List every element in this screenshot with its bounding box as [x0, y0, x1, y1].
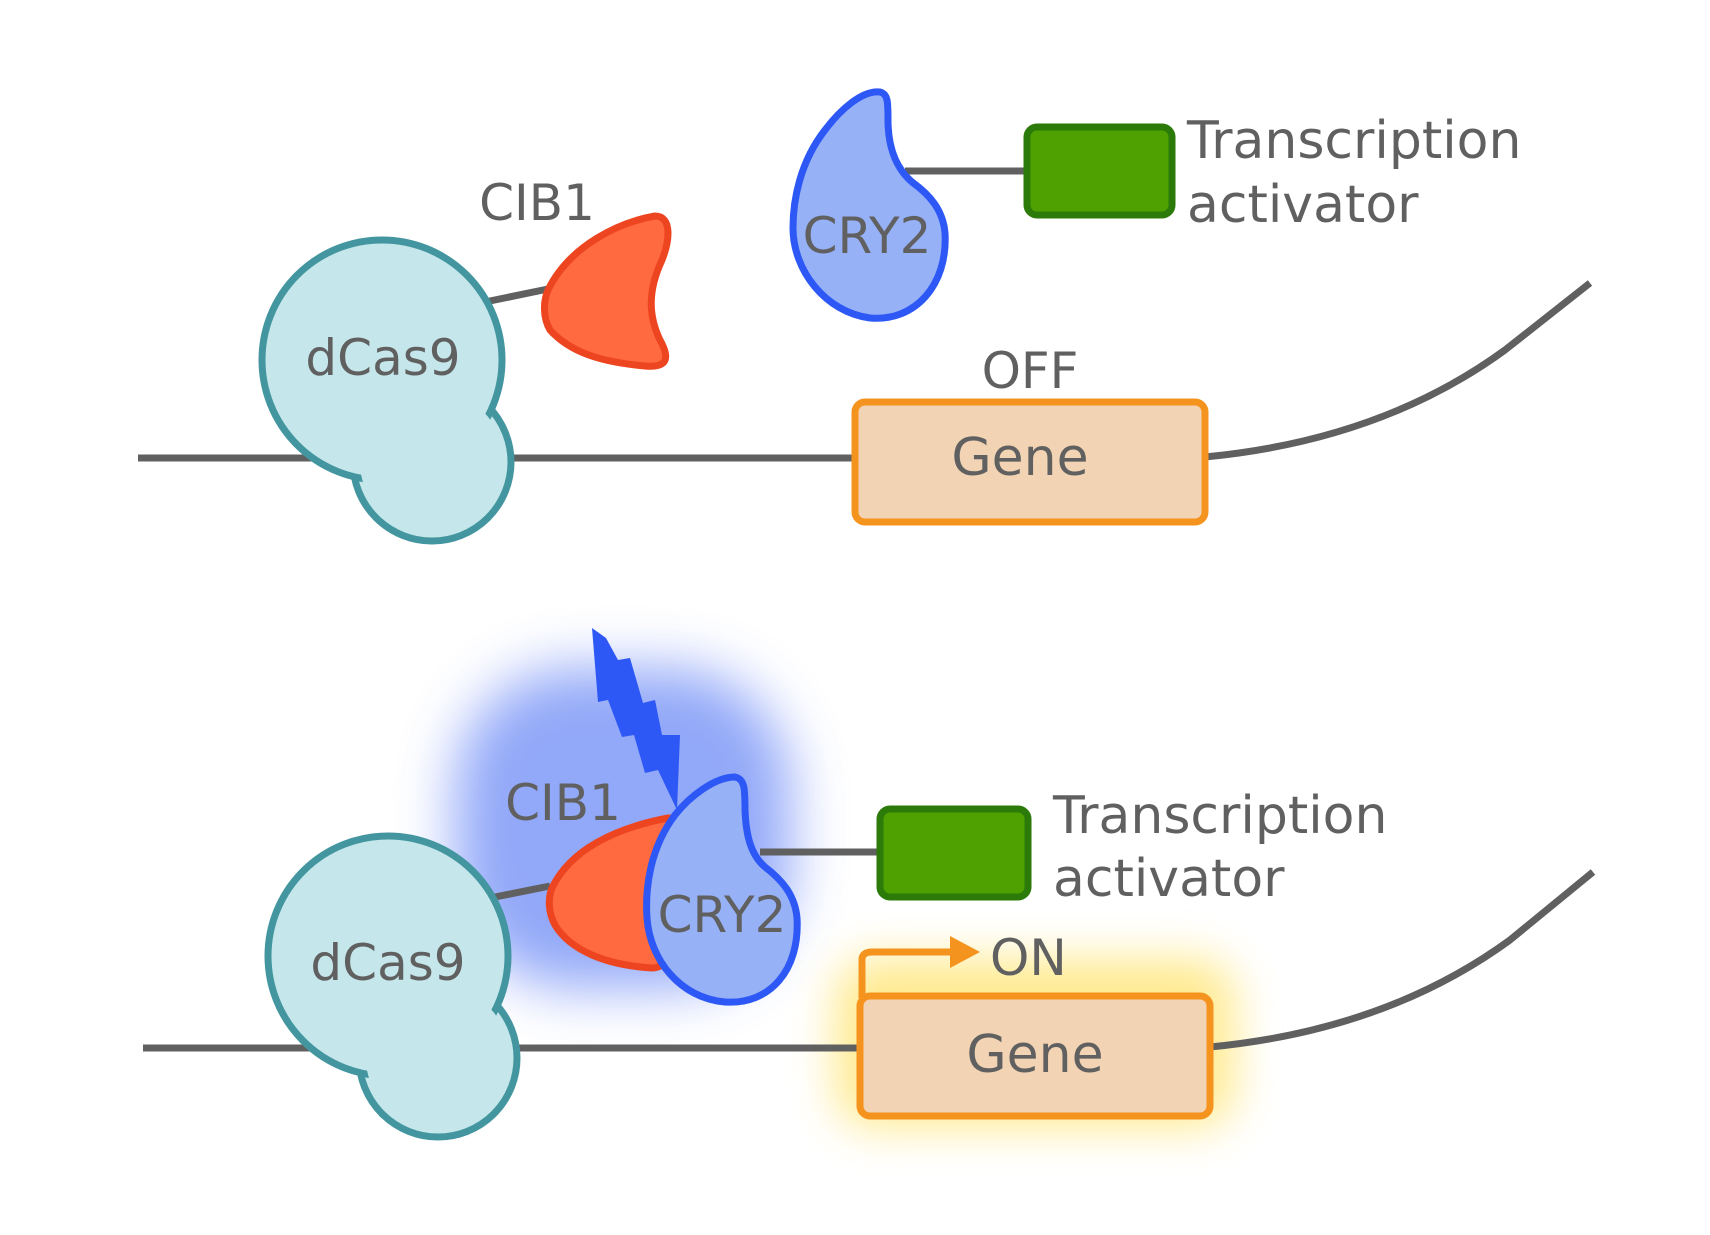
dna-strand-off-tail	[1204, 280, 1593, 461]
gene-box-off	[851, 398, 1209, 526]
gene-box-on	[856, 992, 1214, 1120]
panel-on: dCas9 CIB1 CRY2 Transcription activator …	[143, 628, 1596, 1141]
gene-label-on: Gene	[966, 1025, 1103, 1085]
linker-dcas9-cib1-off	[484, 285, 549, 306]
gene-label-off: Gene	[951, 428, 1088, 488]
activator-label-off-line1: Transcription	[1186, 111, 1521, 171]
status-label-on: ON	[990, 929, 1067, 987]
dcas9-protein-off: dCas9	[258, 236, 515, 545]
dcas9-protein-on: dCas9	[264, 832, 521, 1141]
transcription-start-arrow-icon	[858, 948, 955, 998]
transcription-activator-box-off	[1023, 123, 1176, 219]
dcas9-label-on: dCas9	[310, 934, 465, 992]
cib1-protein-off	[541, 212, 672, 370]
cib1-label-off: CIB1	[479, 174, 595, 232]
activator-label-on-line1: Transcription	[1052, 786, 1387, 846]
activator-label-off-line2: activator	[1187, 175, 1419, 235]
transcription-activator-box-on	[876, 805, 1032, 901]
cry2-label-on: CRY2	[658, 886, 787, 944]
panel-off: dCas9 CIB1 CRY2 Transcription activator …	[138, 88, 1593, 545]
dna-strand-on-tail	[1209, 869, 1596, 1051]
activator-label-on-line2: activator	[1053, 849, 1285, 909]
status-label-off: OFF	[982, 342, 1079, 400]
cry2-protein-off	[789, 88, 949, 322]
cry2-protein-on	[643, 773, 801, 1006]
blue-light-bolt-icon	[592, 628, 680, 810]
transcription-start-arrowhead-icon	[950, 936, 980, 968]
cry2-label-off: CRY2	[803, 207, 932, 265]
dcas9-label-off: dCas9	[305, 329, 460, 387]
linker-dcas9-cib1-on	[489, 882, 551, 902]
cib1-label-on: CIB1	[505, 774, 621, 832]
